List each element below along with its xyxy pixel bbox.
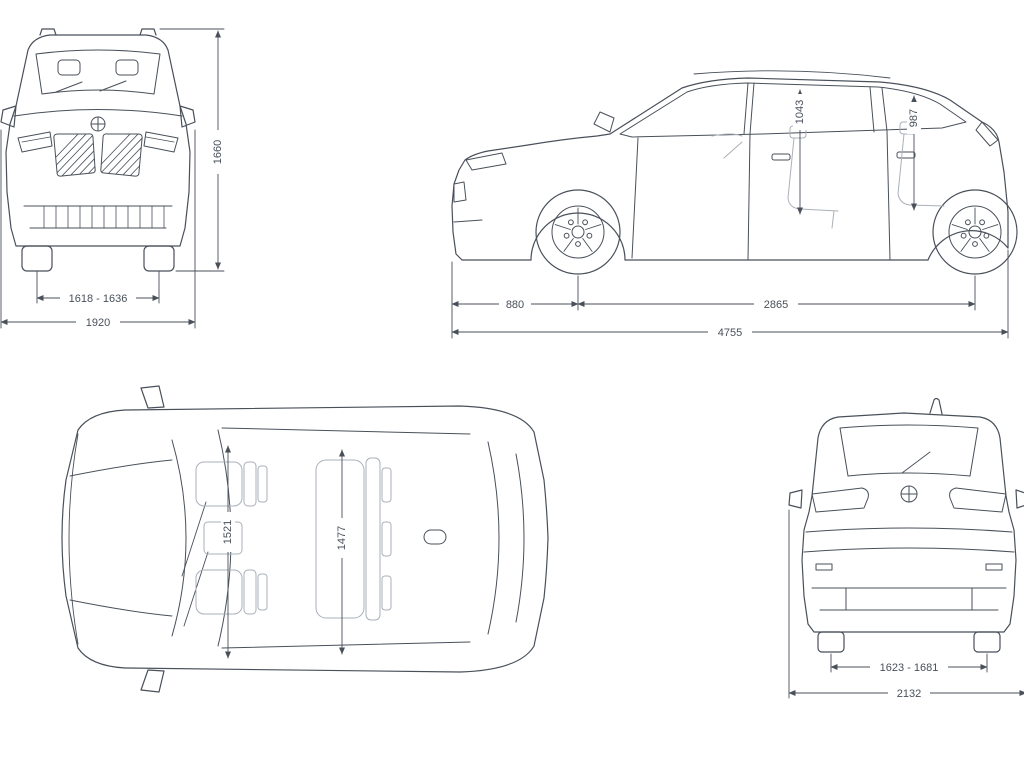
front-wheel (536, 190, 620, 274)
door-handle-rear (897, 152, 915, 158)
rear-window (840, 425, 978, 476)
front-wheels (22, 246, 174, 271)
rear-wheels (818, 632, 1000, 652)
top-body-outline (62, 406, 548, 672)
top-roof (222, 428, 524, 648)
rear-view: 1623 - 1681 2132 (782, 380, 1024, 700)
side-rear-details (976, 122, 998, 146)
dim-label-front-overhang: 880 (506, 299, 524, 311)
dim-label-track-width: 1618 - 1636 (69, 293, 128, 305)
dim-wheelbase: 2865 (577, 297, 976, 311)
front-bumper (24, 206, 172, 228)
dim-label-overall-height: 1660 (212, 140, 224, 164)
dim-overall-width: 1920 (0, 130, 196, 329)
dim-front-overhang: 880 (451, 297, 579, 311)
rear-side-mirrors (789, 490, 1024, 508)
antenna (424, 530, 446, 544)
dim-label-overall-length: 4755 (718, 327, 742, 339)
front-bumper-contour (69, 434, 78, 644)
bmw-roundel-icon (901, 486, 917, 502)
dim-track-width: 1618 - 1636 (36, 271, 160, 305)
bmw-roundel-icon (91, 117, 105, 131)
dim-interior-height-rear: 987 (907, 95, 921, 211)
dim-label-rear-overall-width: 2132 (897, 688, 921, 700)
rear-wiper-icon (902, 452, 930, 473)
dim-rear-overall-width: 2132 (788, 510, 1024, 700)
kidney-grille-right (88, 132, 180, 178)
dim-rear-track: 1623 - 1681 (830, 654, 988, 674)
dim-label-interior-height-front: 1043 (794, 100, 806, 124)
headrest-right (116, 60, 138, 75)
front-side-mirrors (1, 106, 195, 127)
dim-label-interior-height-rear: 987 (908, 109, 920, 127)
front-car-body (6, 29, 190, 246)
front-headlights (18, 132, 178, 152)
dim-label-interior-width-rear: 1477 (336, 526, 348, 550)
rear-body-outline (802, 399, 1016, 633)
hood-crease (14, 110, 182, 117)
top-seats (196, 458, 391, 620)
antenna-fin (930, 399, 942, 415)
rear-wheel-arch (928, 231, 1008, 260)
tailgate-and-bumper (804, 528, 1014, 610)
rear-window (488, 442, 524, 634)
roof-rail (694, 71, 890, 78)
dim-interior-width-front: 1521 (221, 445, 235, 659)
wipers-icon (56, 81, 126, 92)
taillight (976, 122, 998, 146)
rear-wheel (933, 190, 1017, 274)
dim-label-interior-width-front: 1521 (222, 520, 234, 544)
side-view: 1043 987 880 2865 4755 (442, 8, 1022, 339)
front-windshield (36, 50, 160, 94)
dim-interior-height-front: 1043 (793, 89, 807, 215)
reflector-left (816, 564, 832, 570)
dim-overall-height: 1660 (160, 29, 225, 271)
door-seams (632, 131, 890, 260)
side-front-details (454, 153, 506, 222)
dim-overall-length: 4755 (451, 325, 1009, 339)
c-pillar (870, 87, 887, 132)
dim-label-wheelbase: 2865 (764, 299, 788, 311)
side-mirror (594, 112, 614, 132)
hood-creases (70, 460, 172, 616)
top-view: 1521 1477 (0, 380, 570, 710)
dim-label-rear-track: 1623 - 1681 (880, 662, 939, 674)
front-view: 1660 1618 - 1636 1920 (0, 0, 225, 329)
interior-seats (712, 122, 944, 228)
reflector-right (986, 564, 1002, 570)
ground-extension-lines (452, 250, 1008, 338)
b-pillar (744, 83, 754, 134)
dim-interior-width-rear: 1477 (335, 449, 349, 655)
roof-rails (40, 29, 156, 35)
rear-bench-back (366, 458, 380, 620)
headlight (466, 153, 506, 170)
rear-taillights (812, 488, 1006, 512)
dim-label-overall-width: 1920 (86, 317, 110, 329)
headrest-left (58, 60, 80, 75)
front-grille (454, 182, 482, 222)
kidney-grille-left (36, 132, 128, 178)
top-side-mirrors (141, 386, 164, 692)
door-handle-front (772, 154, 790, 160)
side-greenhouse (594, 83, 966, 260)
side-car-outline (452, 71, 1008, 260)
